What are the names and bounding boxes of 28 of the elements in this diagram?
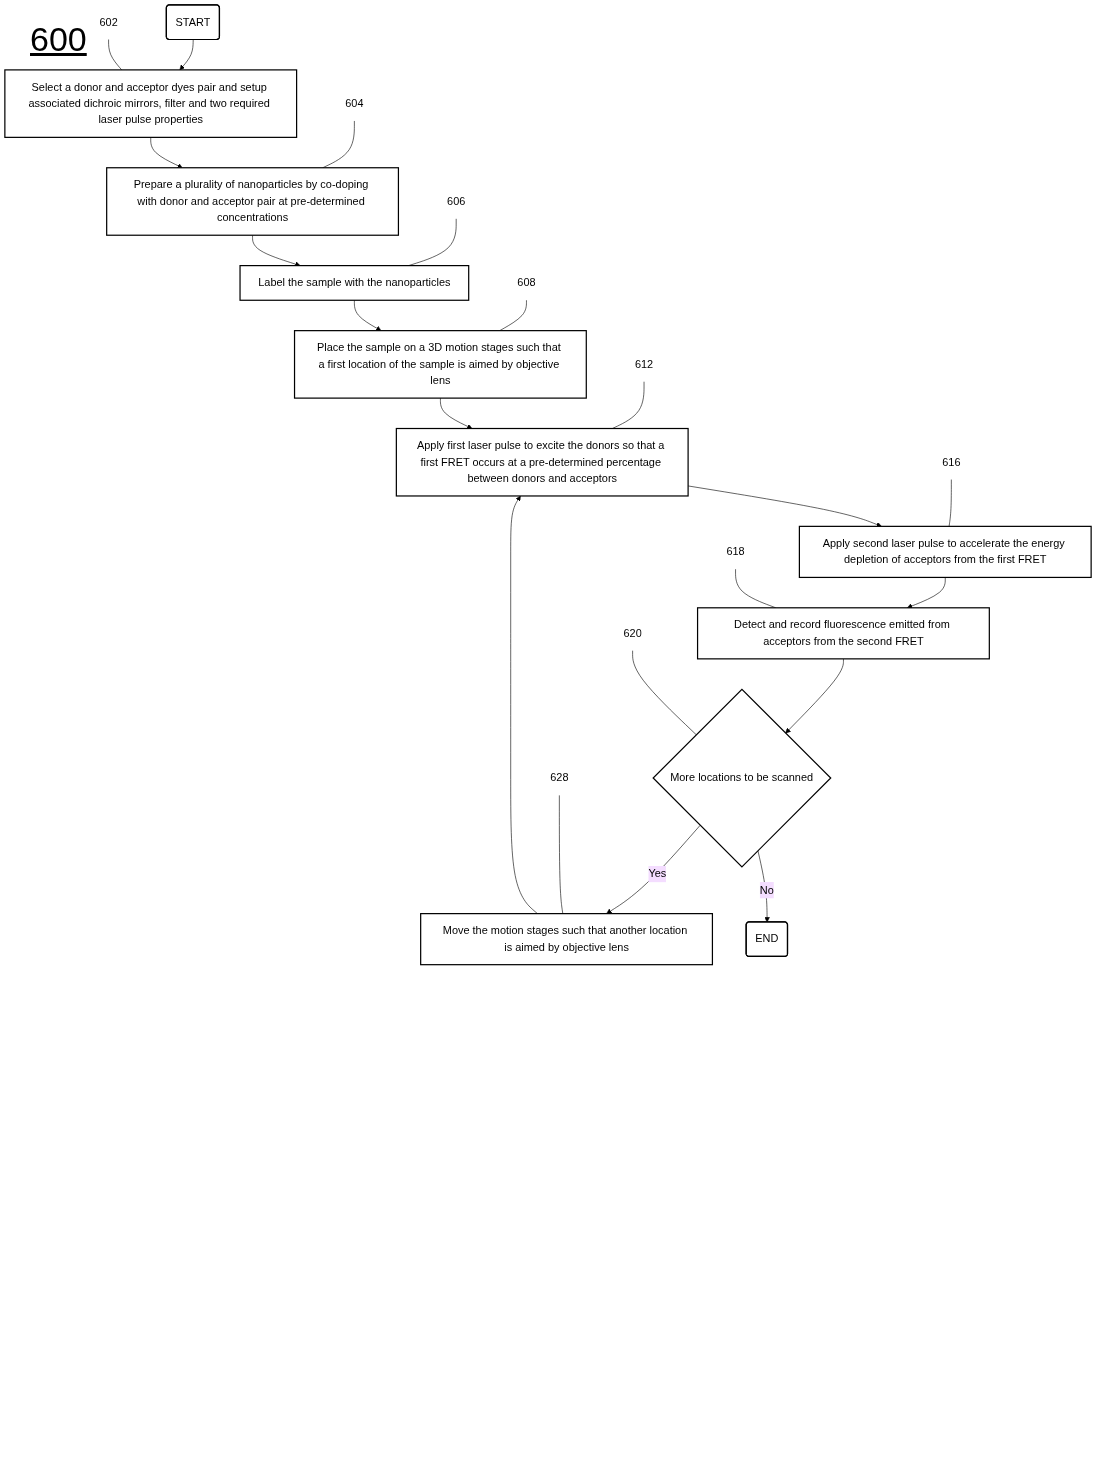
node-text: 628 [550,771,569,784]
node-text: 616 [942,455,961,469]
connector [948,479,952,527]
node-box: Label the sample with the nanoparticles [239,265,470,301]
edge-label: No [759,883,774,896]
node-box: Detect and record fluorescence emitted from acceptors from the second FRET [696,607,990,660]
connector [612,381,645,429]
connector [499,299,527,331]
node-box: Place the sample on a 3D motion stages such that a first location of the sample is aimed by objective lens [293,330,587,399]
node-text: 612 [634,358,654,371]
connector [632,650,697,735]
node-text: 604 [345,97,364,110]
connector [559,795,564,914]
edge-label: Yes [648,867,667,880]
figure-number: 600 [30,20,87,59]
node-box: Apply second laser pulse to accelerate the energy depletion of acceptors from the first FRET [798,525,1092,579]
node-text: 606 [447,195,466,208]
node-text: 608 [517,276,536,289]
node-text: 618 [726,545,745,558]
connector [108,39,122,71]
node-box: Apply first laser pulse to excite the donors so that a first FRET occurs at a pre-determined percentage between donors and acceptors [395,427,689,497]
node-box: Move the motion stages such that another location is aimed by objective lens [420,913,714,966]
node-diamond: More locations to be scanned [652,688,832,868]
node-text: 620 [623,626,642,640]
node-text: 602 [99,15,118,28]
node-box: Prepare a plurality of nanoparticles by co-doping with donor and acceptor pair at pre-determined concentrations [106,167,400,236]
connector [322,120,355,169]
node-box: Select a donor and acceptor dyes pair and setup associated dichroic mirrors, filter and two required laser pulse properties [4,69,298,138]
